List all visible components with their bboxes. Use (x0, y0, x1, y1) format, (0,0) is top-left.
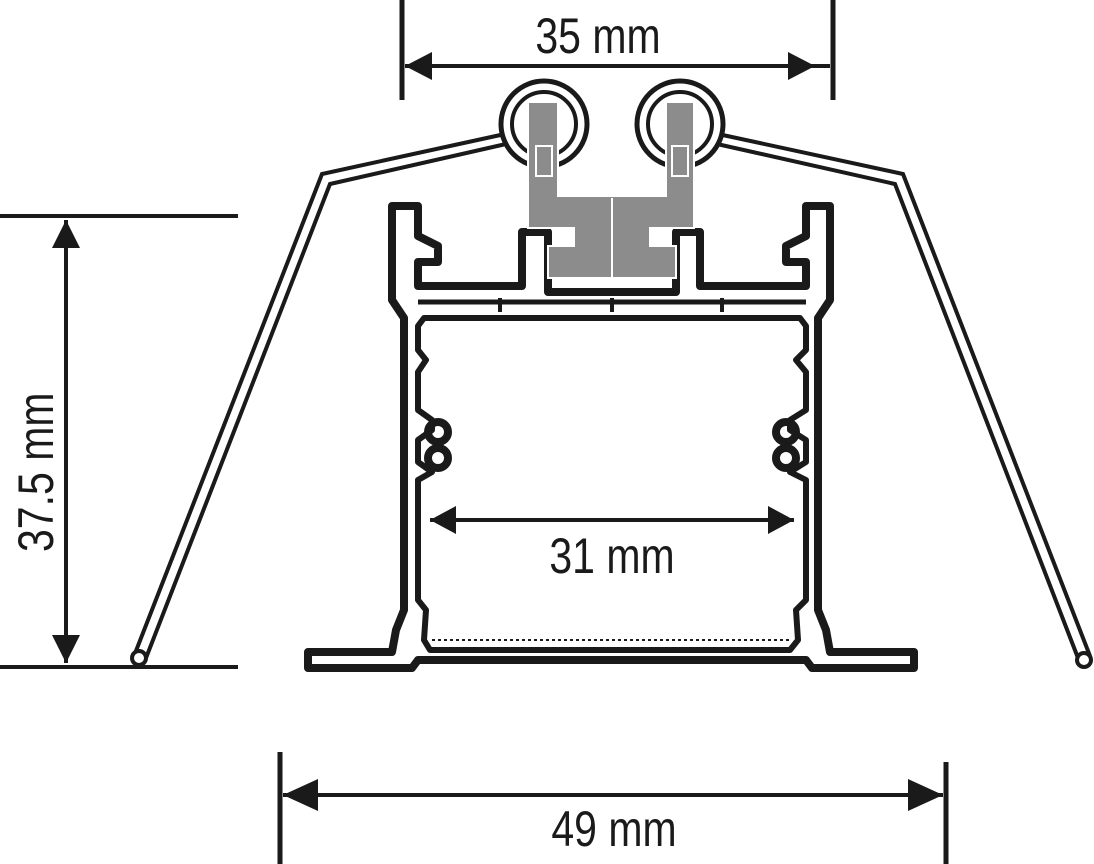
bottom-dimension-label: 49 mm (551, 801, 676, 857)
top-arrowhead-left (405, 52, 432, 80)
spring-clip-right (716, 132, 1093, 669)
spring-wire-left-inner (144, 142, 507, 659)
height-arrowhead-top (52, 220, 80, 248)
inner-dimension-label: 31 mm (549, 528, 674, 584)
spring-wire-right-inner (716, 142, 1080, 659)
profile-inner-channel (415, 315, 809, 653)
bottom-dimension: 49 mm (277, 752, 949, 864)
spring-clip-left (130, 132, 507, 667)
height-dimension: 37.5 mm (0, 214, 238, 669)
spring-wire-left-end (130, 649, 148, 667)
height-dimension-label: 37.5 mm (8, 393, 64, 552)
top-arrowhead-right (788, 52, 815, 80)
profile-outer-wall (304, 202, 918, 672)
aluminium-profile (304, 202, 918, 672)
spring-wire-left-outer (132, 132, 506, 657)
top-dimension-label: 35 mm (535, 8, 660, 64)
profile-groove-left-2 (424, 444, 452, 472)
profile-groove-right-2 (772, 444, 800, 472)
clip-slot-right (671, 145, 689, 177)
inner-dimension: 31 mm (430, 506, 794, 584)
spring-wire-right-outer (717, 132, 1092, 657)
bottom-arrowhead-right (908, 779, 943, 811)
profile-groove-left-1 (424, 418, 452, 446)
height-arrowhead-bottom (52, 635, 80, 663)
inner-arrowhead-left (430, 506, 456, 534)
profile-groove-right-1 (772, 418, 800, 446)
bottom-arrowhead-left (283, 779, 318, 811)
spring-wire-right-end (1075, 651, 1093, 669)
mounting-clip (527, 101, 695, 279)
top-dimension: 35 mm (399, 0, 836, 100)
clip-slot-left (535, 145, 553, 177)
inner-arrowhead-right (768, 506, 794, 534)
